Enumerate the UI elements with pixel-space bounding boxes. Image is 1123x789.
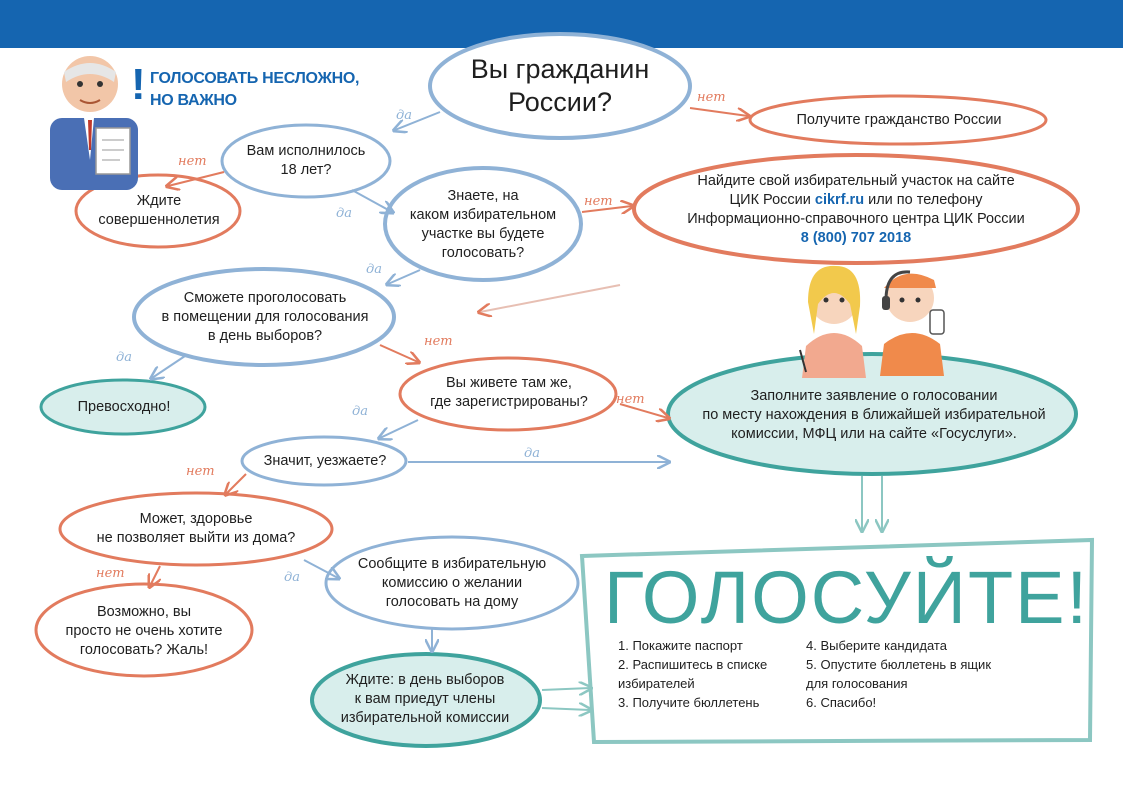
label-yes: да bbox=[396, 108, 412, 123]
label-no: нет bbox=[697, 90, 726, 105]
find-station-line1: Найдите свой избирательный участок на са… bbox=[697, 173, 1015, 189]
hotline-phone[interactable]: 8 (800) 707 2018 bbox=[800, 230, 912, 246]
label-no: нет bbox=[96, 566, 125, 581]
bubble-leaving bbox=[240, 435, 408, 487]
node-wait-home: Ждите: в день выборов к вам приедут член… bbox=[340, 671, 510, 726]
vote-steps-right: 4. Выберите кандидата 5. Опустите бюллет… bbox=[806, 636, 1046, 712]
node-age: Вам исполнилось 18 лет? bbox=[246, 143, 366, 178]
label-yes: да bbox=[284, 570, 300, 585]
bubble-inform bbox=[324, 535, 580, 631]
bubble-health bbox=[58, 491, 334, 567]
bubble-citizen bbox=[428, 32, 692, 140]
node-leaving: Значит, уезжаете? bbox=[263, 452, 387, 469]
node-wait-adult: Ждите совершеннолетия bbox=[98, 193, 220, 228]
headline-exclamation: ! bbox=[131, 60, 146, 109]
node-live-same: Вы живете там же, где зарегистрированы? bbox=[430, 375, 588, 410]
bubble-wait-home bbox=[310, 652, 542, 748]
vote-title: ГОЛОСУЙТЕ! bbox=[604, 556, 1090, 639]
find-station-line3: Информационно-справочного центра ЦИК Рос… bbox=[687, 211, 1025, 227]
vote-step: 6. Спасибо! bbox=[806, 695, 877, 710]
node-inform: Сообщите в избирательную комиссию о жела… bbox=[357, 555, 547, 610]
node-find-station: Найдите свой избирательный участок на са… bbox=[640, 168, 1072, 252]
node-citizen: Вы гражданин России? bbox=[470, 54, 650, 117]
vote-frame bbox=[579, 537, 1095, 745]
vote-step: 3. Получите бюллетень bbox=[618, 695, 760, 710]
node-know-station: Знаете, на каком избирательном участке в… bbox=[409, 188, 557, 261]
bubble-can-vote bbox=[132, 267, 396, 367]
node-get-citizenship: Получите гражданство России bbox=[796, 111, 1002, 128]
node-maybe-not: Возможно, вы просто не очень хотите голо… bbox=[65, 603, 223, 658]
label-no: нет bbox=[584, 194, 613, 209]
node-health: Может, здоровье не позволяет выйти из до… bbox=[96, 511, 296, 546]
label-no: нет bbox=[616, 392, 645, 407]
bubble-excellent bbox=[39, 378, 207, 436]
find-station-line2: ЦИК России cikrf.ru или по телефону bbox=[729, 191, 982, 210]
node-excellent: Превосходно! bbox=[77, 398, 171, 415]
official-with-clipboard-icon bbox=[50, 56, 138, 190]
label-yes: да bbox=[352, 404, 368, 419]
vote-steps-left: 1. Покажите паспорт 2. Распишитесь в спи… bbox=[618, 636, 802, 712]
find-station-prefix: ЦИК России bbox=[729, 192, 815, 208]
label-yes: да bbox=[336, 206, 352, 221]
vote-step: 2. Распишитесь в списке избирателей bbox=[618, 657, 768, 691]
label-no: нет bbox=[178, 154, 207, 169]
vote-step: 5. Опустите бюллетень в ящик для голосов… bbox=[806, 657, 992, 691]
label-yes: да bbox=[116, 350, 132, 365]
label-no: нет bbox=[424, 334, 453, 349]
bubble-maybe-not bbox=[34, 582, 254, 678]
bubble-know-station bbox=[383, 166, 583, 282]
node-apply: Заполните заявление о голосовании по мес… bbox=[702, 387, 1046, 442]
bubble-age bbox=[220, 123, 392, 199]
page-headline: ГОЛОСОВАТЬ НЕСЛОЖНО, НО ВАЖНО bbox=[150, 70, 360, 109]
bubble-wait-adult bbox=[74, 173, 242, 249]
cikrf-link[interactable]: cikrf.ru bbox=[814, 192, 865, 208]
label-yes: да bbox=[524, 446, 540, 461]
help-center-staff-icon bbox=[799, 265, 945, 378]
vote-step: 1. Покажите паспорт bbox=[618, 638, 743, 653]
find-station-suffix: или по телефону bbox=[864, 192, 983, 208]
label-no: нет bbox=[186, 464, 215, 479]
node-can-vote: Сможете проголосовать в помещении для го… bbox=[161, 289, 369, 344]
label-yes: да bbox=[366, 262, 382, 277]
bubble-live-same bbox=[398, 356, 618, 432]
vote-step: 4. Выберите кандидата bbox=[806, 638, 947, 653]
